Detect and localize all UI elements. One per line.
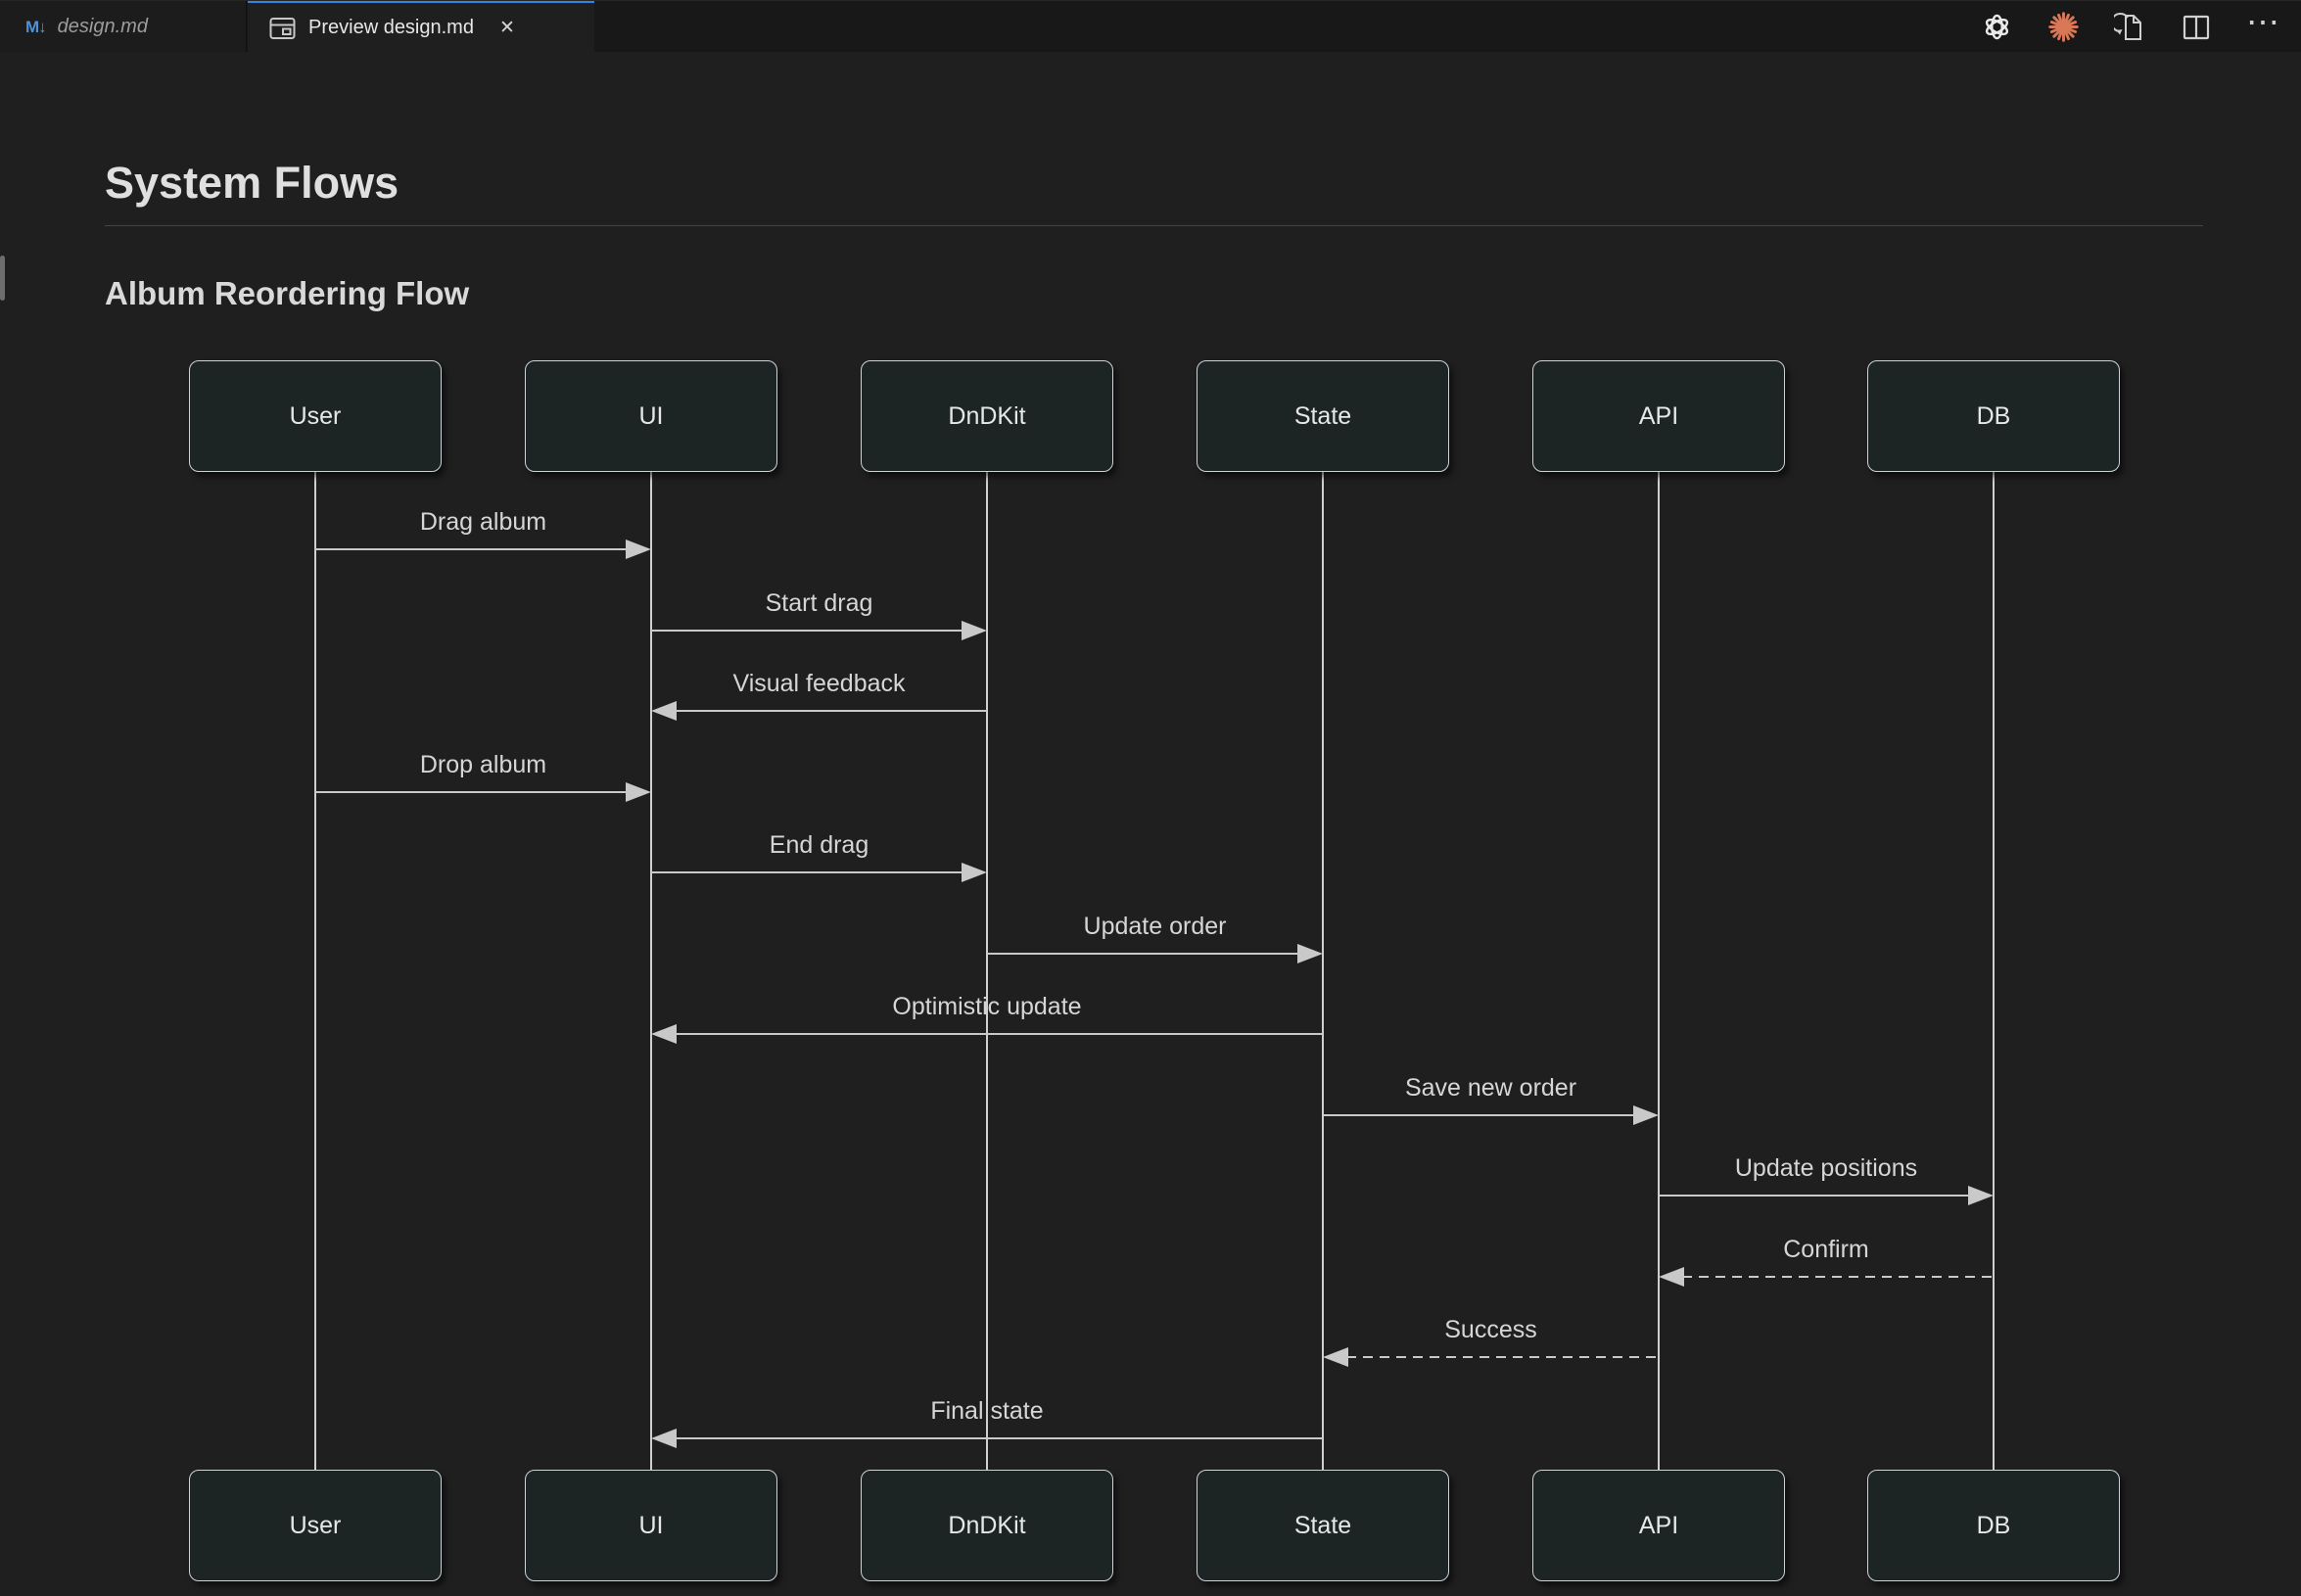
markdown-icon: M↓	[25, 17, 47, 36]
message-line	[1682, 1276, 1994, 1278]
message-label: Start drag	[765, 589, 873, 617]
message-arrowhead	[1659, 1267, 1684, 1287]
message-arrowhead	[1633, 1105, 1659, 1125]
actor-box-bottom: DnDKit	[861, 1470, 1113, 1581]
tab-design-md[interactable]: M↓ design.md	[0, 1, 247, 53]
message-arrowhead	[1323, 1347, 1348, 1367]
tab-label: Preview design.md	[308, 17, 474, 38]
message-label: End drag	[769, 831, 869, 859]
message-label: Optimistic update	[892, 993, 1082, 1020]
message-label: Success	[1444, 1316, 1537, 1343]
message-line	[1323, 1114, 1635, 1116]
lifeline	[650, 472, 652, 1470]
editor-toolbar: ⋯	[1980, 1, 2279, 53]
message-line	[1659, 1195, 1970, 1197]
message-label: Drop album	[419, 751, 547, 778]
message-label: Confirm	[1783, 1236, 1869, 1263]
actor-box-top: UI	[525, 360, 777, 472]
actor-box-bottom: User	[189, 1470, 442, 1581]
tab-label: design.md	[57, 16, 148, 37]
actor-box-top: API	[1532, 360, 1785, 472]
message-line	[987, 953, 1299, 955]
lifeline	[1993, 472, 1995, 1470]
message-arrowhead	[1297, 944, 1323, 963]
lifeline	[986, 472, 988, 1470]
lifeline	[314, 472, 316, 1470]
open-preview-side-icon[interactable]	[2113, 11, 2146, 44]
actor-box-top: DnDKit	[861, 360, 1113, 472]
actor-box-bottom: API	[1532, 1470, 1785, 1581]
message-label: Update order	[1083, 913, 1227, 940]
section-heading: Album Reordering Flow	[105, 275, 470, 311]
message-arrowhead	[651, 701, 677, 721]
message-line	[675, 1437, 1323, 1439]
open-preview-icon	[269, 17, 296, 40]
actor-box-top: DB	[1867, 360, 2120, 472]
actor-box-bottom: UI	[525, 1470, 777, 1581]
split-editor-icon[interactable]	[2180, 11, 2213, 44]
claude-icon[interactable]	[2046, 11, 2080, 44]
message-arrowhead	[651, 1024, 677, 1044]
message-label: Drag album	[419, 508, 547, 536]
left-scrollbar-handle[interactable]	[0, 256, 5, 301]
message-label: Save new order	[1404, 1074, 1577, 1102]
message-line	[315, 791, 628, 793]
message-line	[651, 630, 963, 632]
message-line	[675, 710, 987, 712]
message-line	[651, 871, 963, 873]
horizontal-rule	[105, 225, 2203, 226]
actor-box-top: User	[189, 360, 442, 472]
message-label: Update positions	[1734, 1154, 1918, 1182]
actor-box-top: State	[1197, 360, 1449, 472]
actor-box-bottom: State	[1197, 1470, 1449, 1581]
actor-box-bottom: DB	[1867, 1470, 2120, 1581]
openai-icon[interactable]	[1980, 11, 2013, 44]
tab-preview-design-md[interactable]: Preview design.md ✕	[248, 1, 594, 53]
close-icon[interactable]: ✕	[498, 18, 515, 38]
message-label: Final state	[930, 1397, 1044, 1425]
message-arrowhead	[962, 621, 987, 640]
message-arrowhead	[1968, 1186, 1994, 1205]
message-arrowhead	[626, 782, 651, 802]
message-line	[315, 548, 628, 550]
editor-tab-bar: M↓ design.md Preview design.md ✕	[0, 0, 2301, 53]
message-arrowhead	[962, 863, 987, 882]
more-actions-icon[interactable]: ⋯	[2246, 3, 2279, 41]
lifeline	[1322, 472, 1324, 1470]
page-title: System Flows	[105, 158, 399, 208]
message-line	[675, 1033, 1323, 1035]
message-arrowhead	[626, 540, 651, 559]
lifeline	[1658, 472, 1660, 1470]
message-line	[1346, 1356, 1659, 1358]
message-arrowhead	[651, 1429, 677, 1448]
message-label: Visual feedback	[732, 670, 906, 697]
